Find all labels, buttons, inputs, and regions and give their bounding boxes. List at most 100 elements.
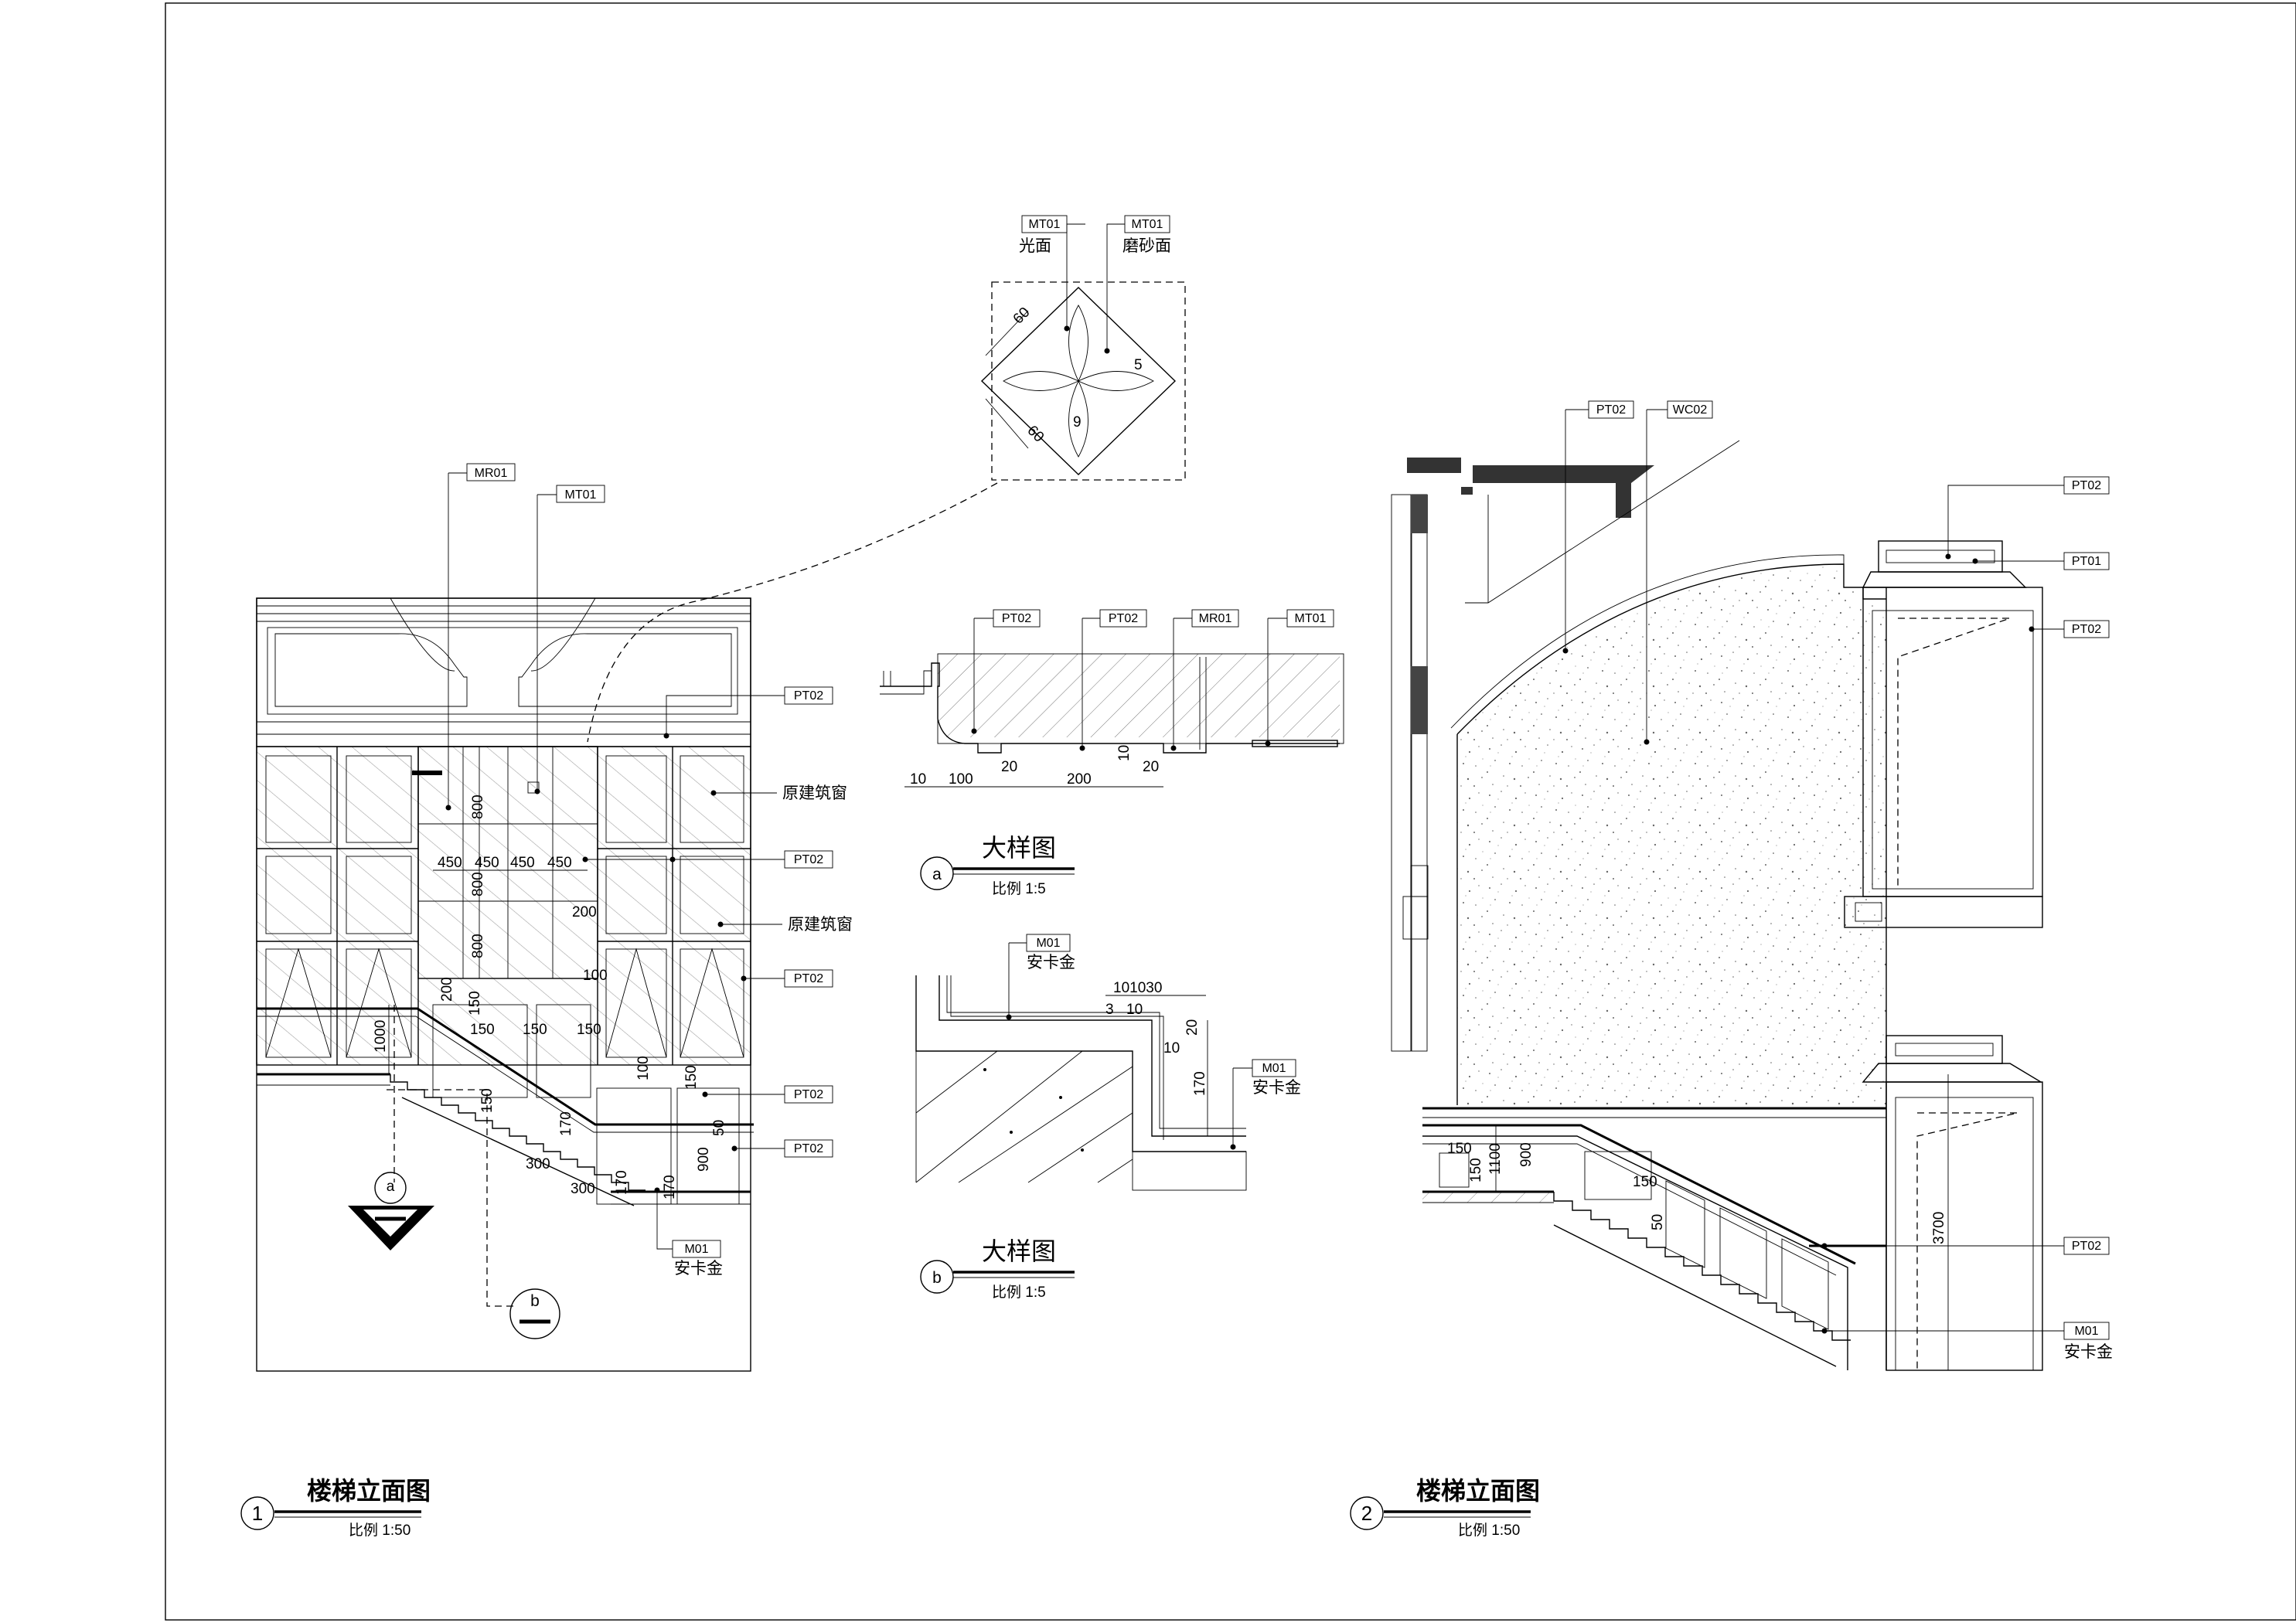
tag-pt02-cap: PT02 bbox=[2072, 479, 2101, 492]
svg-text:3700: 3700 bbox=[1931, 1212, 1947, 1244]
svg-text:150: 150 bbox=[577, 1022, 601, 1038]
svg-text:a: a bbox=[932, 866, 942, 883]
svg-text:150: 150 bbox=[523, 1022, 547, 1038]
svg-text:M01: M01 bbox=[1036, 937, 1060, 950]
svg-text:200: 200 bbox=[572, 904, 597, 920]
svg-text:450: 450 bbox=[475, 855, 499, 871]
note-matte: 磨砂面 bbox=[1122, 237, 1171, 255]
drawing2-title-block: 2 楼梯立面图 比例 1:50 bbox=[1350, 1477, 1540, 1539]
svg-text:900: 900 bbox=[1518, 1142, 1535, 1167]
svg-text:9: 9 bbox=[1073, 414, 1082, 430]
tag-pt02-rail-2: PT02 bbox=[2072, 1240, 2101, 1253]
drawing1-title-block: 1 楼梯立面图 比例 1:50 bbox=[240, 1477, 431, 1539]
drawing1-elevation bbox=[256, 597, 754, 1372]
drawing2-scale: 比例 1:50 bbox=[1458, 1522, 1520, 1539]
tag-m01-2: M01 bbox=[2074, 1325, 2098, 1338]
svg-text:10: 10 bbox=[1163, 1040, 1180, 1056]
note-ankajin-2: 安卡金 bbox=[2064, 1343, 2113, 1361]
svg-text:150: 150 bbox=[1447, 1141, 1472, 1157]
svg-text:450: 450 bbox=[438, 855, 462, 871]
tag-mt01: MT01 bbox=[565, 488, 597, 502]
svg-text:300: 300 bbox=[526, 1156, 550, 1172]
detail-b-title: 大样图 bbox=[982, 1237, 1056, 1265]
svg-text:a: a bbox=[387, 1179, 395, 1195]
svg-text:MT01: MT01 bbox=[1295, 612, 1327, 625]
drawing2-annotations: PT02 WC02 PT02 PT01 PT02 PT02 M01 安卡金 15… bbox=[1447, 400, 2113, 1370]
svg-text:10: 10 bbox=[910, 771, 926, 788]
svg-text:20: 20 bbox=[1001, 759, 1017, 775]
svg-text:300: 300 bbox=[571, 1181, 595, 1197]
svg-text:50: 50 bbox=[1650, 1214, 1666, 1230]
svg-text:150: 150 bbox=[1468, 1158, 1484, 1182]
svg-text:170: 170 bbox=[662, 1175, 678, 1199]
detail-a-title: 大样图 bbox=[982, 834, 1056, 862]
svg-text:170: 170 bbox=[614, 1170, 630, 1195]
svg-text:101030: 101030 bbox=[1113, 980, 1162, 996]
svg-text:1100: 1100 bbox=[1487, 1143, 1504, 1175]
tag-mr01: MR01 bbox=[475, 467, 508, 480]
svg-text:800: 800 bbox=[470, 794, 486, 819]
svg-text:170: 170 bbox=[1192, 1071, 1208, 1096]
svg-text:150: 150 bbox=[1633, 1174, 1657, 1190]
detail-a: 10 100 20 200 10 20 PT02 PT02 MR01 MT01 … bbox=[880, 609, 1344, 897]
note-window-2: 原建筑窗 bbox=[788, 916, 853, 934]
svg-text:比例 1:5: 比例 1:5 bbox=[992, 1284, 1046, 1301]
tag-pt02-side: PT02 bbox=[794, 972, 823, 985]
tag-pt02-cornice: PT02 bbox=[794, 689, 823, 703]
svg-text:5: 5 bbox=[1134, 357, 1143, 373]
note-gloss: 光面 bbox=[1019, 237, 1051, 255]
svg-text:900: 900 bbox=[696, 1147, 712, 1172]
svg-text:10: 10 bbox=[1126, 1002, 1143, 1018]
tag-pt01: PT01 bbox=[2072, 555, 2101, 568]
svg-text:150: 150 bbox=[479, 1088, 496, 1113]
callout-b: b bbox=[509, 1288, 560, 1339]
callout-a: a bbox=[348, 1172, 434, 1250]
svg-text:3: 3 bbox=[1105, 1002, 1114, 1018]
svg-text:比例 1:5: 比例 1:5 bbox=[992, 880, 1046, 897]
note-window-1: 原建筑窗 bbox=[782, 784, 847, 802]
svg-text:50: 50 bbox=[711, 1120, 727, 1136]
svg-text:200: 200 bbox=[1067, 771, 1092, 788]
svg-text:安卡金: 安卡金 bbox=[1027, 954, 1075, 971]
drawing1-annotations: MR01 MT01 PT02 原建筑窗 PT02 原建筑窗 PT02 PT02 … bbox=[445, 463, 853, 1278]
drawing2-number: 2 bbox=[1361, 1502, 1372, 1525]
svg-text:200: 200 bbox=[439, 977, 455, 1002]
svg-text:b: b bbox=[530, 1292, 540, 1310]
drawing1-title: 楼梯立面图 bbox=[307, 1477, 431, 1505]
svg-text:MR01: MR01 bbox=[1199, 612, 1232, 625]
svg-text:10: 10 bbox=[1116, 745, 1133, 761]
svg-text:b: b bbox=[932, 1269, 942, 1287]
svg-text:100: 100 bbox=[635, 1056, 652, 1080]
svg-text:150: 150 bbox=[470, 1022, 495, 1038]
stair-profile-1 bbox=[390, 1074, 646, 1191]
svg-text:450: 450 bbox=[510, 855, 535, 871]
tag-pt02-dado: PT02 bbox=[794, 1088, 823, 1101]
drawing1-number: 1 bbox=[252, 1502, 263, 1525]
tag-pt02-arch: PT02 bbox=[1596, 403, 1626, 417]
svg-text:60: 60 bbox=[1010, 305, 1034, 328]
svg-text:100: 100 bbox=[949, 771, 973, 788]
sheet-border bbox=[165, 2, 2296, 1621]
tag-pt02-frame: PT02 bbox=[794, 853, 823, 866]
svg-text:450: 450 bbox=[547, 855, 572, 871]
svg-text:1000: 1000 bbox=[373, 1020, 389, 1053]
svg-text:170: 170 bbox=[558, 1111, 574, 1136]
tag-pt02-rail: PT02 bbox=[794, 1142, 823, 1155]
svg-text:PT02: PT02 bbox=[1109, 612, 1138, 625]
svg-text:安卡金: 安卡金 bbox=[1252, 1079, 1301, 1097]
tag-m01-1: M01 bbox=[684, 1243, 708, 1256]
svg-text:20: 20 bbox=[1143, 759, 1159, 775]
drawing2-elevation bbox=[1391, 440, 2043, 1371]
svg-text:150: 150 bbox=[467, 991, 483, 1016]
drawing1-scale: 比例 1:50 bbox=[349, 1522, 410, 1539]
note-ankajin-1: 安卡金 bbox=[674, 1260, 723, 1278]
detail-b: 101030 10 3 20 10 170 M01 安卡金 M01 安卡金 b … bbox=[915, 934, 1301, 1301]
svg-text:MT01: MT01 bbox=[1132, 218, 1163, 231]
svg-text:M01: M01 bbox=[1262, 1062, 1286, 1075]
svg-text:MT01: MT01 bbox=[1029, 218, 1061, 231]
drawing2-title: 楼梯立面图 bbox=[1416, 1477, 1540, 1505]
tag-pt02-column: PT02 bbox=[2072, 623, 2101, 636]
svg-text:60: 60 bbox=[1024, 423, 1047, 446]
svg-text:PT02: PT02 bbox=[1002, 612, 1031, 625]
